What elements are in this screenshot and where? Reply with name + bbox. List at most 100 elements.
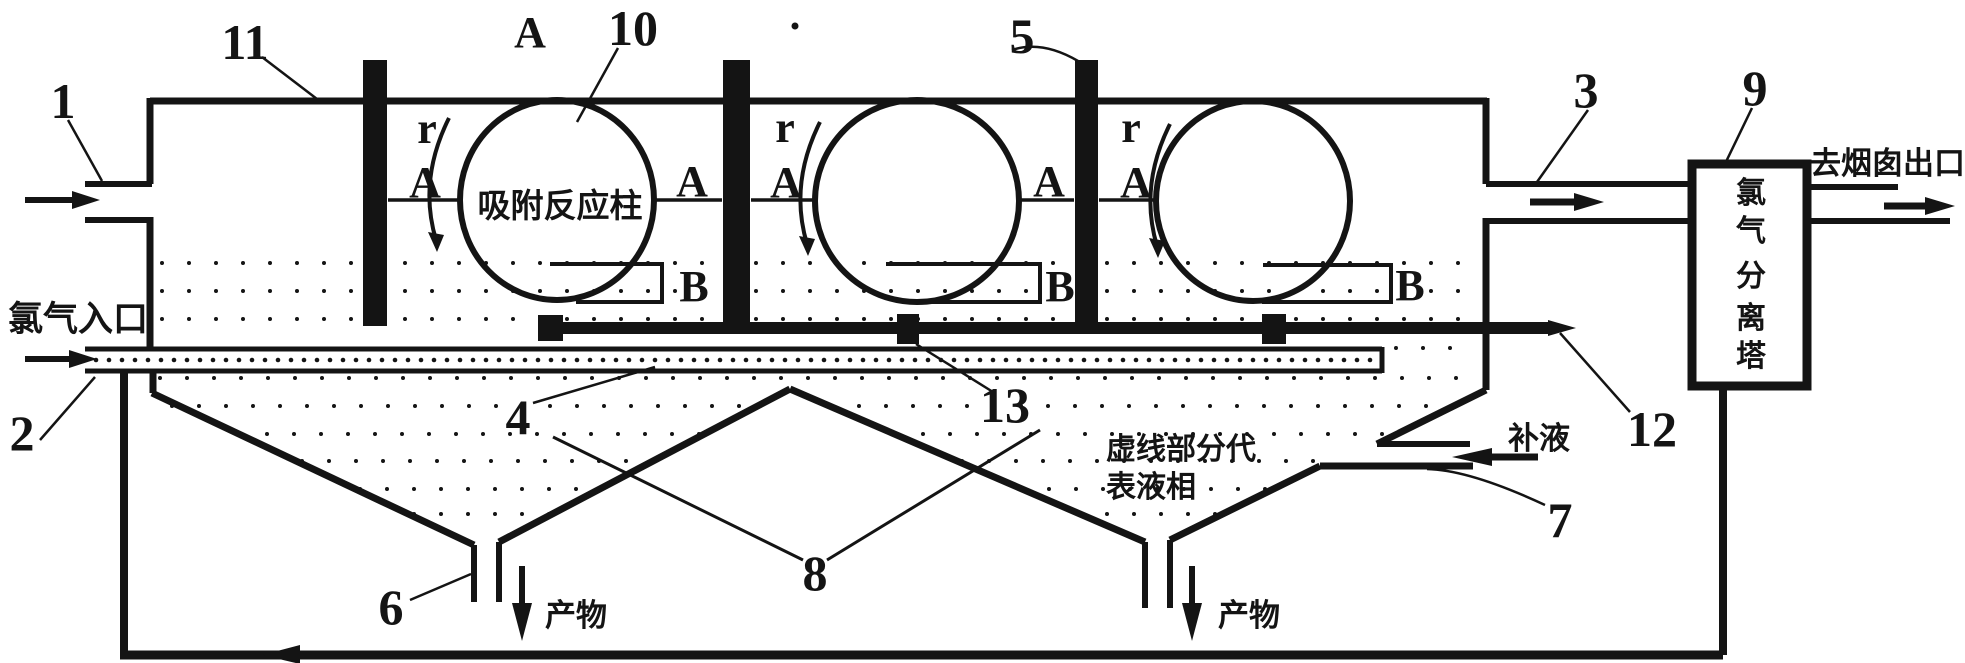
- section-a-5: A: [1120, 158, 1152, 207]
- tower-char-3: 分: [1736, 259, 1766, 294]
- section-a-2: A: [676, 157, 708, 206]
- tower-char-4: 离: [1736, 301, 1766, 336]
- distributor-connector-1: [897, 314, 919, 344]
- sample-boxes: [550, 262, 1393, 304]
- rotation-arc-2-head-icon: [799, 236, 815, 256]
- rotation-r-1: r: [417, 104, 437, 153]
- rotation-r-3: r: [1121, 103, 1141, 152]
- rotation-arc-3: [1148, 123, 1172, 247]
- chimney-outlet-label: 去烟囱出口: [1810, 146, 1965, 182]
- leader-8-left: [552, 435, 804, 562]
- chimney-arrow-icon: [1925, 197, 1955, 215]
- outlet3-arrow-icon: [1574, 193, 1604, 211]
- callout-numbers: 1 11 10 5 3 9 2 4 6 8 13 12 7: [10, 0, 1768, 635]
- callout-6: 6: [379, 579, 404, 635]
- stray-dot: [791, 22, 799, 30]
- leader-11: [261, 56, 318, 100]
- inlet1-arrow-icon: [72, 191, 100, 209]
- callout-13: 13: [980, 377, 1030, 433]
- baffle-bar-2: [723, 60, 750, 326]
- sample-box-1: [550, 262, 664, 304]
- distributor-tube-tip: [1548, 320, 1576, 336]
- distributor-tube-band: [550, 322, 1550, 334]
- reactor-columns: [457, 97, 1353, 305]
- callout-4: 4: [506, 389, 531, 445]
- leader-1: [66, 119, 104, 182]
- reactor-circle-1: [457, 97, 657, 303]
- makeup-channel-upper-wall: [1375, 386, 1488, 448]
- leader-12: [1559, 332, 1631, 413]
- baffle-bar-1: [363, 60, 387, 326]
- product-right-label: 产物: [1218, 598, 1280, 634]
- distributor-connector-2: [1262, 314, 1286, 344]
- tower-char-2: 气: [1736, 214, 1766, 249]
- leader-9: [1721, 107, 1754, 169]
- product-left-label: 产物: [545, 598, 607, 634]
- section-a-3: A: [770, 158, 802, 207]
- section-a-top: A: [514, 8, 546, 57]
- rotation-arc-1-head-icon: [428, 232, 444, 252]
- section-b-1: B: [679, 262, 708, 311]
- callout-11: 11: [221, 14, 268, 70]
- baffle-bar-3: [1075, 60, 1098, 326]
- callout-10: 10: [608, 0, 658, 56]
- funnel2-right-slope: [1168, 462, 1322, 544]
- section-marks: A A A A A A B B B r r r: [409, 8, 1425, 311]
- gas-inlet-label: 氯气入口: [8, 300, 148, 340]
- leader-5: [1011, 45, 1079, 63]
- funnel2-left-slope: [788, 385, 1147, 546]
- callout-8: 8: [803, 545, 828, 601]
- chinese-labels: 氯气入口 吸附反应柱 去烟囱出口 氯 气 分 离 塔 补液 产物 产物 虚线部分…: [8, 146, 1965, 634]
- leader-8-right: [826, 428, 1041, 562]
- callout-7: 7: [1548, 492, 1573, 548]
- callout-9: 9: [1743, 60, 1768, 116]
- leader-6: [409, 572, 472, 602]
- tower-body: [1687, 159, 1812, 391]
- callout-3: 3: [1574, 62, 1599, 118]
- callout-5: 5: [1010, 8, 1035, 64]
- baffle-bars: [363, 60, 1098, 326]
- inlet2-arrow-icon: [69, 350, 97, 368]
- leader-13: [915, 342, 994, 394]
- adsorption-column-label: 吸附反应柱: [478, 186, 643, 225]
- tower-char-5: 塔: [1736, 339, 1767, 374]
- distributor-tube-left-cap: [538, 315, 563, 341]
- leader-2: [39, 376, 96, 441]
- product1-arrow-icon: [512, 603, 532, 641]
- tower-char-1: 氯: [1736, 176, 1766, 211]
- callout-2: 2: [10, 405, 35, 461]
- leader-10: [575, 47, 620, 123]
- gas-inlet-pipe: [85, 346, 1385, 374]
- flow-arrows: [25, 191, 1955, 641]
- sample-box-2: [886, 262, 1042, 304]
- leader-3: [1535, 109, 1590, 183]
- hopper-walls: [149, 373, 1488, 608]
- callout-12: 12: [1627, 401, 1677, 457]
- legend-line-2: 表液相: [1106, 470, 1196, 505]
- sample-box-3: [1262, 263, 1393, 304]
- makeup-arrow-icon: [1452, 448, 1492, 466]
- section-b-2: B: [1045, 262, 1074, 311]
- rotation-arc-2: [798, 121, 822, 245]
- leader-lines: [39, 45, 1754, 602]
- recirc-flow-left-arrow-icon: [262, 645, 300, 663]
- reactor-circle-3: [1153, 98, 1353, 304]
- rotation-arc-1: [427, 117, 451, 241]
- funnel1-left-slope: [150, 389, 476, 549]
- section-a-1: A: [409, 158, 441, 207]
- recirculation-loop: [120, 373, 1727, 663]
- leader-4: [532, 365, 656, 405]
- reactor-circle-2: [812, 97, 1022, 305]
- rotation-arrows: [427, 117, 1172, 258]
- legend-line-1: 虚线部分代: [1106, 432, 1256, 467]
- callout-1: 1: [51, 73, 76, 129]
- product2-arrow-icon: [1182, 603, 1202, 641]
- funnel1-right-slope: [497, 385, 792, 546]
- section-a-4: A: [1033, 157, 1065, 206]
- rotation-r-2: r: [775, 103, 795, 152]
- section-b-3: B: [1395, 261, 1424, 310]
- separation-tower: [1687, 159, 1950, 391]
- rotation-arc-3-head-icon: [1149, 238, 1165, 258]
